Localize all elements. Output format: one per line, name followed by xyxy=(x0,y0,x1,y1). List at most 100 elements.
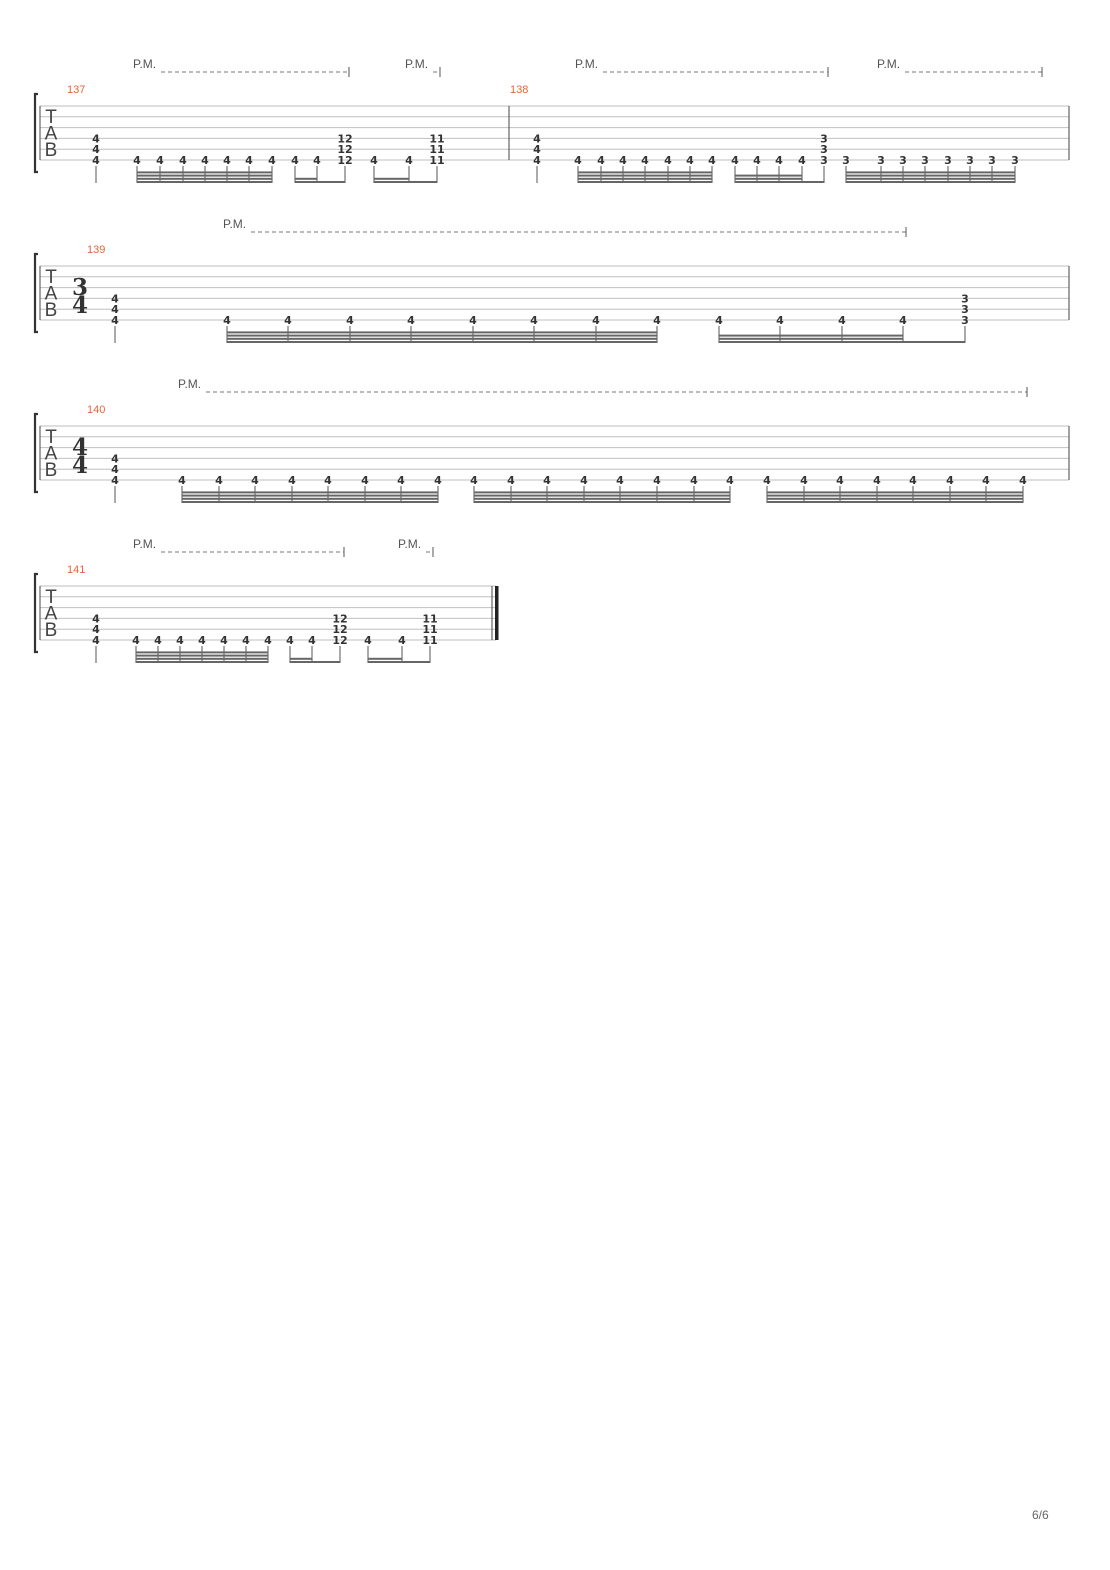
beam xyxy=(136,654,268,657)
beam xyxy=(136,661,268,663)
fret-number: 4 xyxy=(92,623,100,636)
beam xyxy=(846,171,1015,174)
time-signature-bottom: 4 xyxy=(72,452,88,479)
tab-clef-letter: T xyxy=(45,107,57,128)
beam xyxy=(136,657,268,660)
beam xyxy=(227,334,657,337)
fret-number: 4 xyxy=(223,314,231,327)
fret-number: 4 xyxy=(198,634,206,647)
measure-number: 138 xyxy=(510,84,528,96)
fret-number: 4 xyxy=(291,154,299,167)
beam xyxy=(182,497,438,500)
tab-clef-letter: B xyxy=(45,460,58,481)
fret-number: 4 xyxy=(268,154,276,167)
fret-number: 4 xyxy=(753,154,761,167)
fret-number: 4 xyxy=(286,634,294,647)
beam xyxy=(295,177,317,180)
fret-number: 4 xyxy=(798,154,806,167)
fret-number: 4 xyxy=(838,314,846,327)
beam xyxy=(227,341,657,343)
beam xyxy=(767,497,1023,500)
beam xyxy=(290,661,312,663)
fret-number: 4 xyxy=(201,154,209,167)
fret-number: 4 xyxy=(132,634,140,647)
fret-number: 4 xyxy=(543,474,551,487)
beam xyxy=(374,181,409,183)
fret-number: 4 xyxy=(324,474,332,487)
beam xyxy=(719,337,903,340)
time-signature-top: 3 xyxy=(72,274,88,301)
beam xyxy=(846,174,1015,177)
fret-number: 4 xyxy=(364,634,372,647)
tab-clef-letter: T xyxy=(45,427,57,448)
fret-number: 4 xyxy=(111,303,119,316)
fret-number: 4 xyxy=(533,132,541,145)
fret-number: 4 xyxy=(469,314,477,327)
beam xyxy=(409,181,437,183)
tab-clef-letter: T xyxy=(45,267,57,288)
fret-number: 4 xyxy=(92,612,100,625)
fret-number: 4 xyxy=(653,474,661,487)
fret-number: 4 xyxy=(434,474,442,487)
fret-number: 4 xyxy=(836,474,844,487)
fret-number: 12 xyxy=(337,143,352,156)
fret-number: 4 xyxy=(1019,474,1027,487)
beam xyxy=(578,177,712,180)
fret-number: 4 xyxy=(156,154,164,167)
fret-number: 4 xyxy=(776,314,784,327)
beam xyxy=(719,341,903,343)
fret-number: 4 xyxy=(215,474,223,487)
fret-number: 4 xyxy=(731,154,739,167)
beam xyxy=(578,171,712,174)
fret-number: 4 xyxy=(92,132,100,145)
fret-number: 4 xyxy=(507,474,515,487)
fret-number: 4 xyxy=(775,154,783,167)
fret-number: 4 xyxy=(111,314,119,327)
beam xyxy=(767,501,1023,503)
fret-number: 4 xyxy=(111,463,119,476)
beam xyxy=(137,177,272,180)
fret-number: 11 xyxy=(422,634,437,647)
fret-number: 4 xyxy=(946,474,954,487)
fret-number: 4 xyxy=(708,154,716,167)
fret-number: 4 xyxy=(111,292,119,305)
beam xyxy=(368,661,402,663)
fret-number: 4 xyxy=(179,154,187,167)
fret-number: 4 xyxy=(133,154,141,167)
fret-number: 4 xyxy=(242,634,250,647)
beam xyxy=(182,494,438,497)
fret-number: 11 xyxy=(429,154,444,167)
fret-number: 3 xyxy=(961,303,969,316)
fret-number: 3 xyxy=(988,154,996,167)
beam xyxy=(227,331,657,334)
fret-number: 4 xyxy=(264,634,272,647)
fret-number: 3 xyxy=(899,154,907,167)
fret-number: 3 xyxy=(877,154,885,167)
measure-number: 141 xyxy=(67,564,85,576)
tab-clef-letter: A xyxy=(45,444,58,465)
fret-number: 3 xyxy=(820,132,828,145)
fret-number: 4 xyxy=(313,154,321,167)
beam xyxy=(474,494,730,497)
beam xyxy=(227,337,657,340)
fret-number: 4 xyxy=(361,474,369,487)
fret-number: 4 xyxy=(346,314,354,327)
fret-number: 11 xyxy=(429,143,444,156)
beam xyxy=(767,491,1023,494)
beam xyxy=(735,174,802,177)
fret-number: 4 xyxy=(899,314,907,327)
fret-number: 11 xyxy=(429,132,444,145)
fret-number: 4 xyxy=(92,154,100,167)
time-signature-top: 4 xyxy=(72,434,88,461)
beam xyxy=(312,661,340,663)
beam xyxy=(846,177,1015,180)
fret-number: 4 xyxy=(407,314,415,327)
page-number: 6/6 xyxy=(1032,1508,1049,1522)
fret-number: 4 xyxy=(909,474,917,487)
